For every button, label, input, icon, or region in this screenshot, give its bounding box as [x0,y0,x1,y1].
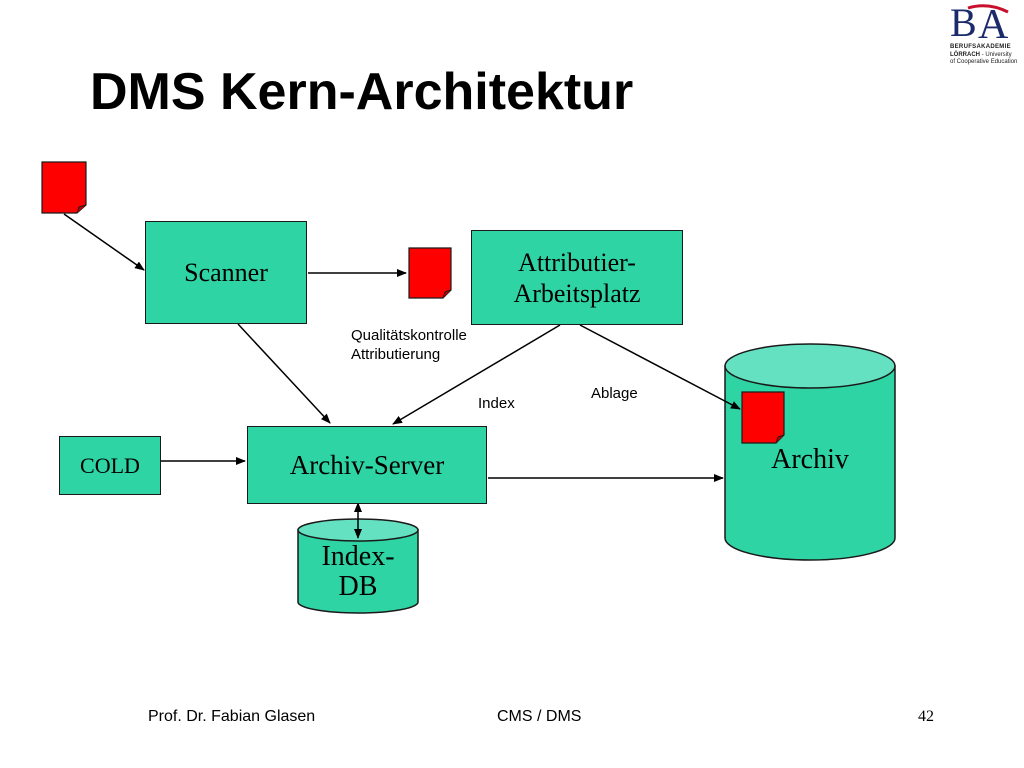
footer-author: Prof. Dr. Fabian Glasen [148,708,316,725]
archiv-server-label: Archiv-Server [289,449,445,480]
scanner-node: Scanner [145,221,307,324]
document-icon-scanned [408,247,452,299]
ba-logo: B A BERUFSAKADEMIE LÖRRACH - University … [946,2,1020,70]
qualitaetskontrolle-label: Qualitätskontrolle Attributierung [351,327,467,363]
logo-line-2: LÖRRACH - University [950,52,1012,58]
document-icon-archived [741,391,785,444]
index-db-label: Index- DB [298,542,418,602]
arrow-attributier-to-archiv-server [392,324,561,425]
logo-line-3: of Cooperative Education [950,59,1018,65]
attributier-label-line2: Arbeitsplatz [513,278,641,308]
index-db-cylinder [297,518,419,614]
index-db-label-line2: DB [338,571,378,602]
archiv-server-node: Archiv-Server [247,426,487,504]
cold-node: COLD [59,436,161,495]
slide-title: DMS Kern-Architektur [90,63,634,121]
ba-logo-mark: B A [950,2,1009,42]
arrow-attributier-to-archiv [579,324,741,410]
attributier-arbeitsplatz-node: Attributier- Arbeitsplatz [471,230,683,325]
arrow-document-to-scanner [63,213,145,271]
index-db-label-line1: Index- [321,541,395,572]
logo-line-1: BERUFSAKADEMIE [950,44,1011,50]
ablage-label: Ablage [591,385,638,402]
scanner-label: Scanner [184,257,268,287]
index-label: Index [478,395,515,412]
arrow-scanner-to-archiv-server [237,323,331,424]
cold-label: COLD [80,452,140,478]
archiv-label: Archiv [771,444,849,475]
svg-text:B: B [950,2,977,42]
document-icon-input [41,161,87,214]
footer-page-number: 42 [918,708,934,725]
attributier-label-line1: Attributier- [518,247,636,277]
footer-course: CMS / DMS [497,708,582,725]
